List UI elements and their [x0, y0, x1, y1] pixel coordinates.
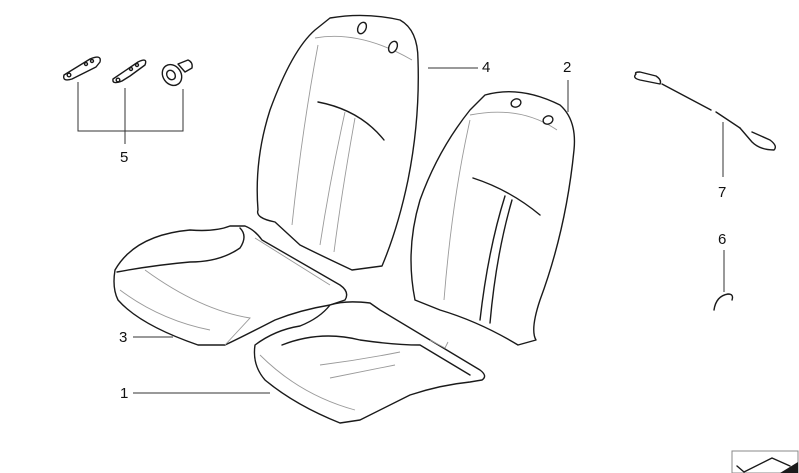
callout-4[interactable]: 4 [482, 59, 491, 76]
callout-3[interactable]: 3 [119, 329, 128, 346]
hog-ring-clip[interactable] [713, 293, 734, 311]
callout-7[interactable]: 7 [718, 184, 727, 201]
callout-2[interactable]: 2 [563, 59, 572, 76]
bracket-left[interactable] [62, 56, 101, 81]
screw[interactable] [158, 59, 193, 89]
wire-rod[interactable] [633, 71, 777, 151]
diagram-overview-icon[interactable] [731, 450, 799, 473]
callout-6[interactable]: 6 [718, 231, 727, 248]
backrest-pad[interactable] [410, 90, 576, 346]
callout-5[interactable]: 5 [120, 149, 129, 166]
seat-cover[interactable] [113, 225, 348, 346]
bracket-right[interactable] [112, 59, 147, 84]
seat-cushion-pad[interactable] [253, 301, 486, 424]
callout-1[interactable]: 1 [120, 385, 129, 402]
backrest-cover[interactable] [256, 14, 419, 271]
